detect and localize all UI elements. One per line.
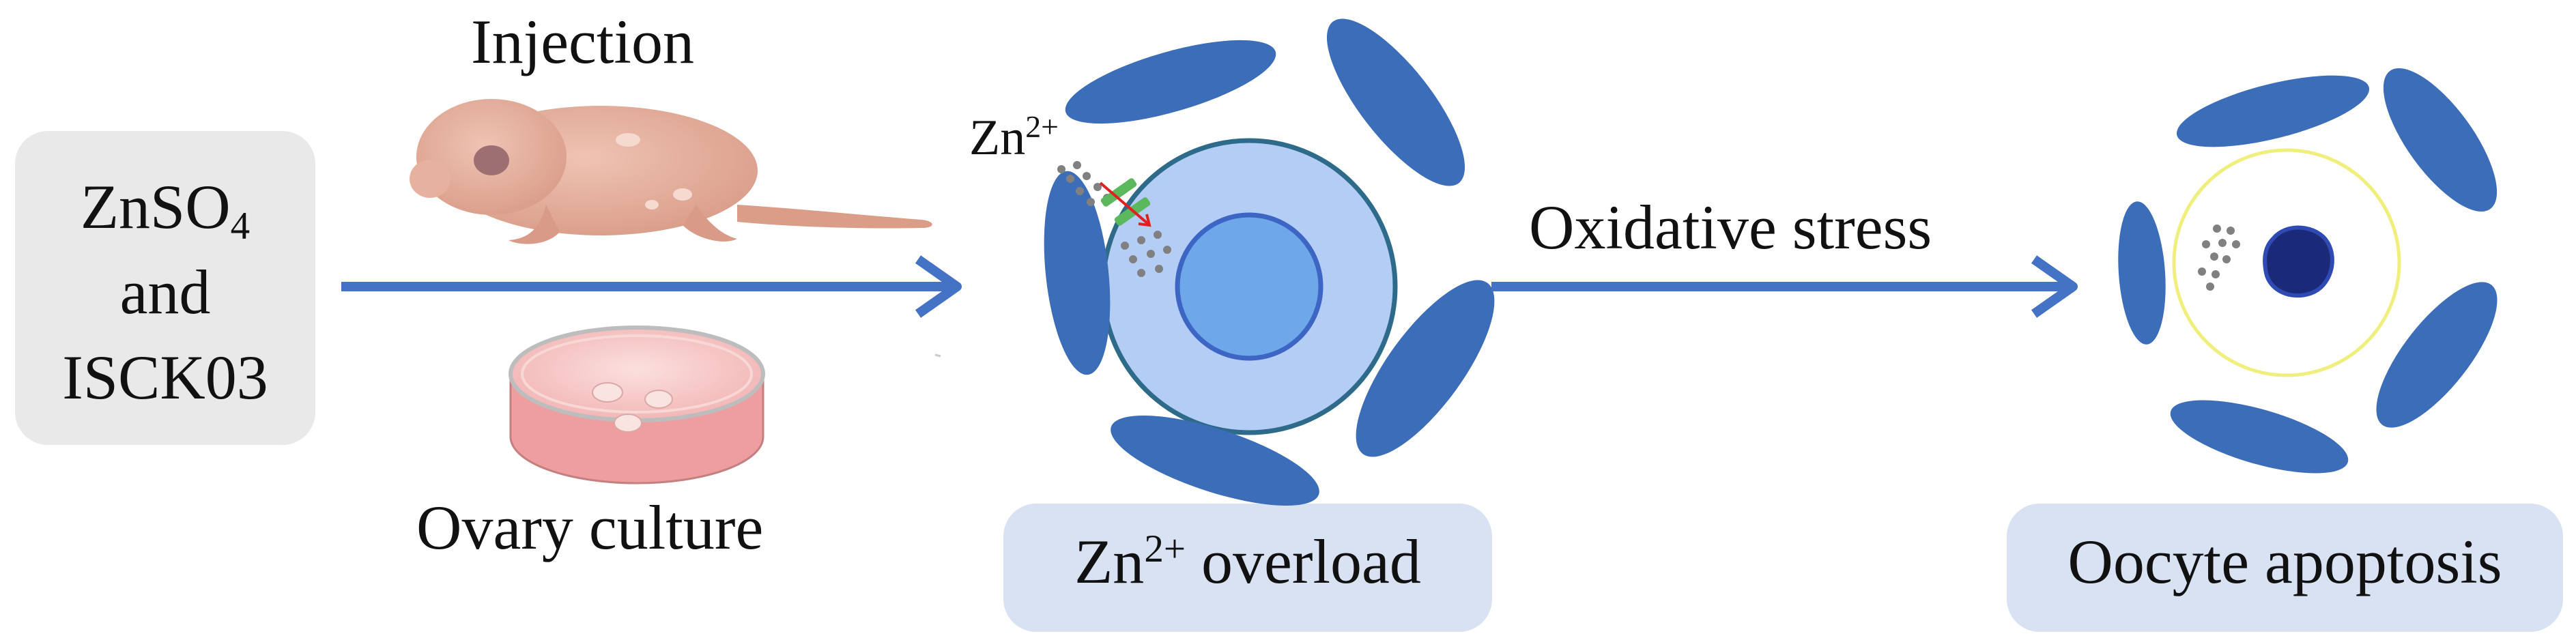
granulosa-cell bbox=[2376, 282, 2498, 428]
input-line-2: and bbox=[119, 257, 211, 327]
input-line-1: ZnSO4 bbox=[15, 171, 315, 248]
ovary-culture-label: Ovary culture bbox=[416, 493, 764, 562]
oocyte-nucleus bbox=[1175, 212, 1323, 361]
oxidative-stress-arrow bbox=[1491, 255, 2078, 318]
input-line-3: ISCK03 bbox=[62, 343, 268, 412]
granulosa-cell bbox=[2170, 400, 2349, 474]
input-compound-1: ZnSO bbox=[80, 172, 231, 242]
zinc-overload-box bbox=[1003, 504, 1492, 632]
zinc-channel-icon bbox=[1099, 178, 1151, 227]
treatment-arrow bbox=[341, 255, 962, 318]
zona-ring bbox=[2172, 148, 2401, 377]
follicle-apoptotic bbox=[2118, 68, 2498, 474]
zinc-ion-label: Zn2+ bbox=[969, 108, 1059, 166]
follicle-overload bbox=[1044, 18, 1495, 506]
granulosa-cell bbox=[1044, 171, 1111, 375]
granulosa-cell bbox=[2176, 75, 2370, 147]
zinc-overload-label: Zn2+ overload bbox=[1074, 527, 1421, 596]
oocyte-apoptosis-label: Oocyte apoptosis bbox=[2067, 527, 2502, 596]
input-box bbox=[15, 131, 315, 445]
mouse-pup-icon bbox=[410, 99, 932, 244]
granulosa-cell bbox=[1111, 415, 1319, 506]
apoptotic-nucleus bbox=[2263, 225, 2334, 298]
granulosa-cell bbox=[1065, 40, 1276, 124]
oocyte-apoptosis-box bbox=[2007, 504, 2563, 632]
granulosa-cell bbox=[2118, 201, 2166, 345]
input-compound-1-subscript: 4 bbox=[230, 204, 251, 248]
zinc-ions bbox=[2198, 224, 2240, 291]
oxidative-stress-label: Oxidative stress bbox=[1529, 192, 1932, 262]
granulosa-cell bbox=[1356, 280, 1495, 457]
injection-label: Injection bbox=[471, 7, 694, 76]
granulosa-cell bbox=[2383, 68, 2498, 212]
culture-dish-icon bbox=[509, 325, 941, 484]
granulosa-cell bbox=[1326, 18, 1465, 186]
